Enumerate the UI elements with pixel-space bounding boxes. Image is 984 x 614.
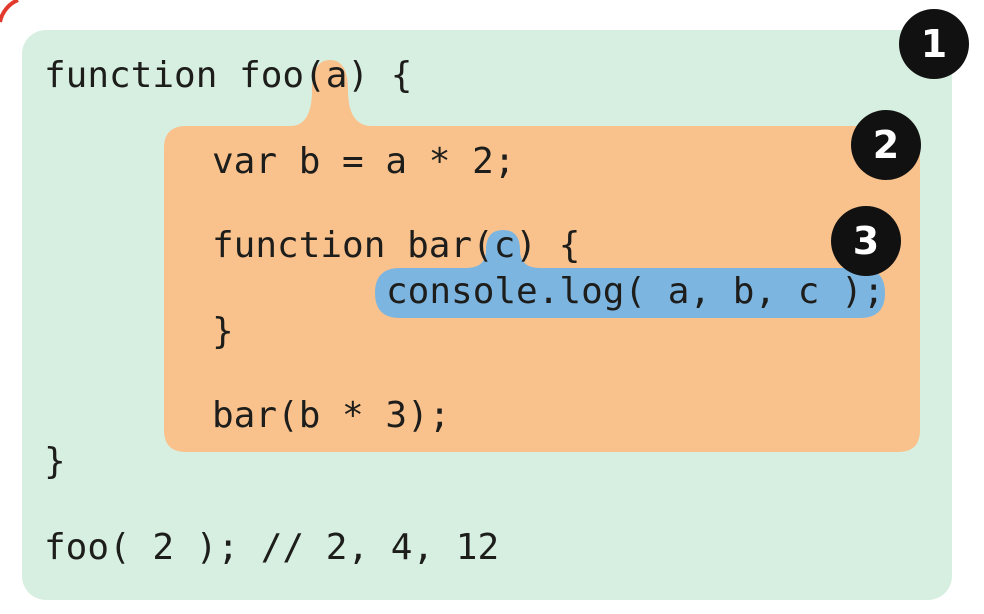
corner-arc [0, 0, 19, 23]
scope-2-badge: 2 [851, 110, 921, 180]
code-line-bar-call: bar(b * 3); [212, 395, 451, 436]
code-line-console-log: console.log( a, b, c ); [386, 271, 885, 312]
code-line-bar-close: } [212, 311, 234, 352]
code-line-var-b: var b = a * 2; [212, 141, 516, 182]
scope-3-bar-bubble [375, 230, 885, 318]
code-line-foo-call: foo( 2 ); // 2, 4, 12 [44, 527, 500, 568]
code-line-foo-declaration: function foo(a) { [44, 55, 413, 96]
code-line-bar-declaration: function bar(c) { [212, 225, 581, 266]
scope-1-badge: 1 [899, 9, 969, 79]
scope-2-foo-bubble [164, 60, 920, 452]
code-line-foo-close: } [44, 441, 66, 482]
scope-3-badge: 3 [831, 206, 901, 276]
